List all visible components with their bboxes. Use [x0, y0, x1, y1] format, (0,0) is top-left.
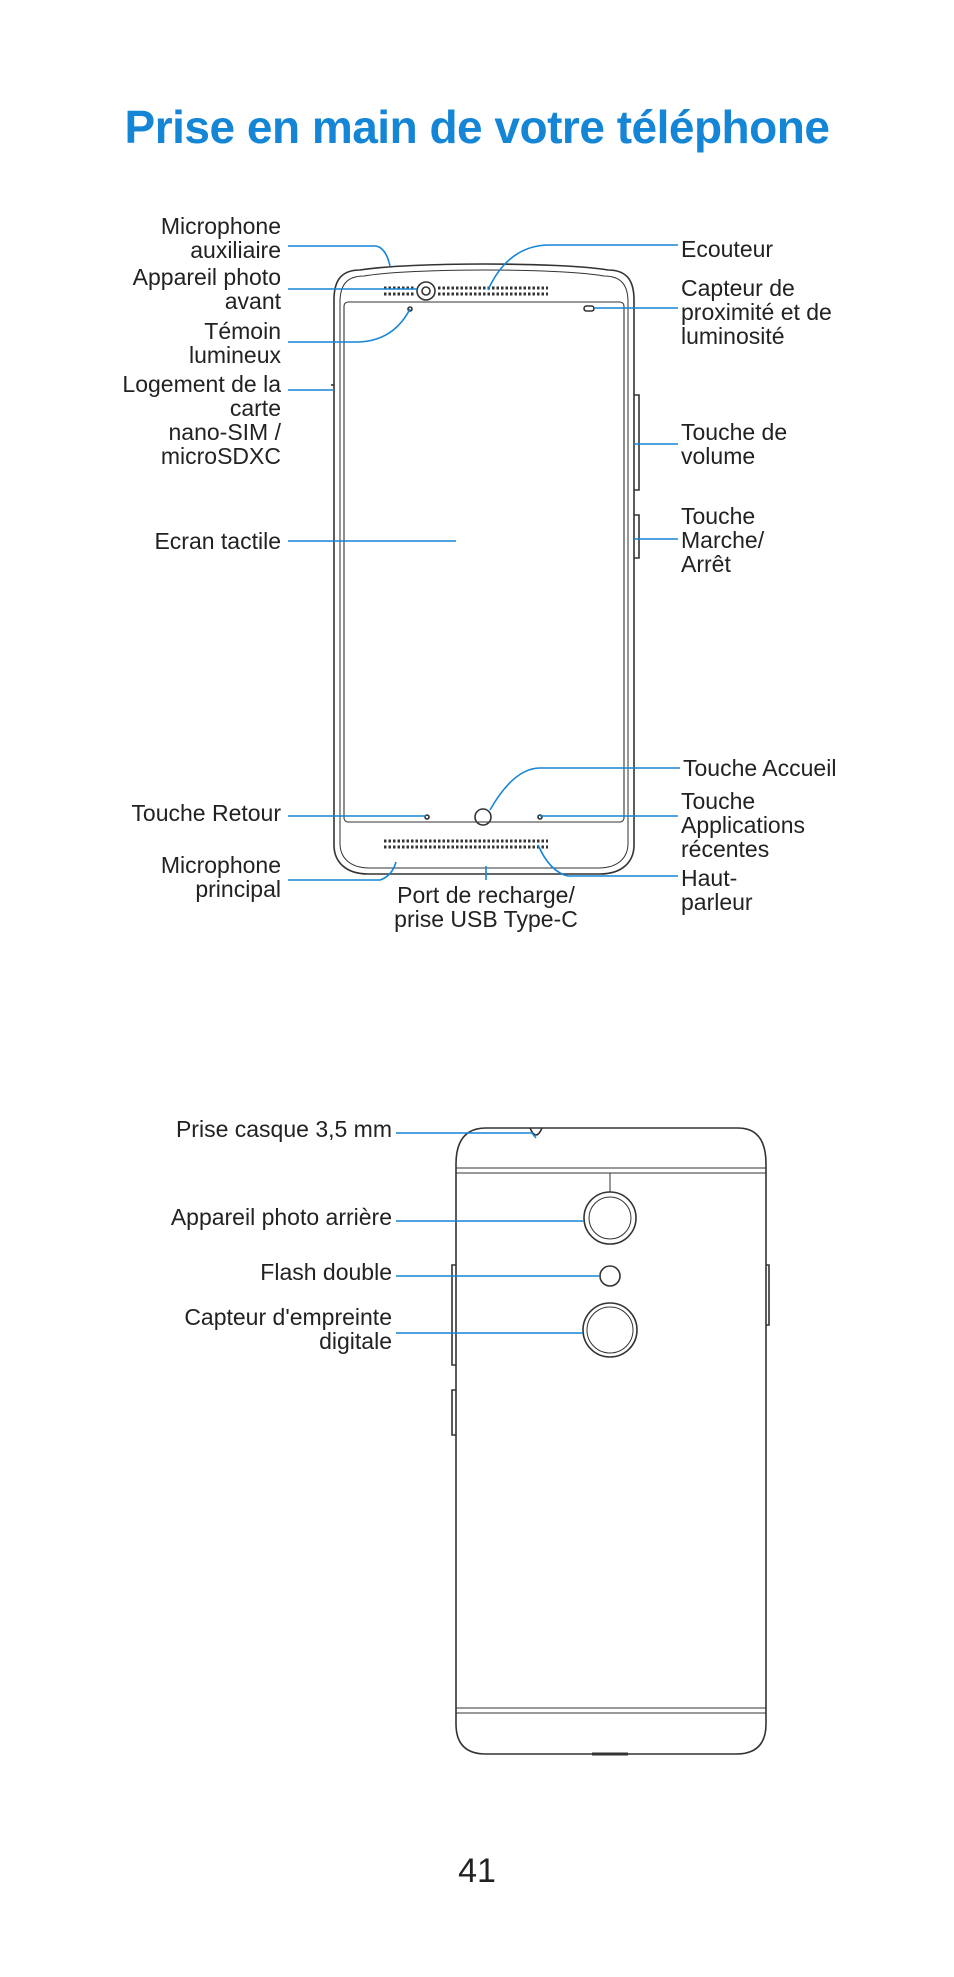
label-rear-camera: Appareil photo arrière	[170, 1204, 392, 1230]
callout-indicator	[288, 308, 411, 343]
label-main-mic: Microphone principal	[160, 852, 281, 902]
back-power-key	[451, 1389, 456, 1436]
phone-front	[331, 263, 640, 875]
callout-earpiece	[487, 244, 678, 291]
back-volume-key	[451, 1264, 456, 1366]
label-volume: Touche de volume	[681, 419, 788, 469]
front-camera-lens	[416, 281, 436, 301]
label-recent-apps: Touche Applications récentes	[681, 788, 806, 862]
back-sim-slot	[766, 1264, 770, 1326]
indicator-light	[407, 306, 413, 312]
home-key	[474, 808, 492, 826]
label-indicator: Témoin lumineux	[188, 318, 281, 368]
front-body-inner	[339, 269, 629, 869]
volume-key	[634, 394, 640, 491]
callout-home-key	[489, 767, 680, 811]
proximity-sensor	[583, 305, 595, 312]
recent-apps-key	[537, 814, 543, 820]
phone-back	[451, 1127, 770, 1756]
back-callouts	[396, 1132, 600, 1334]
label-touchscreen: Ecran tactile	[154, 528, 281, 554]
front-body-outline	[333, 263, 635, 875]
label-back-key: Touche Retour	[131, 800, 281, 826]
label-dual-flash: Flash double	[260, 1259, 392, 1285]
rear-camera-lens	[583, 1191, 637, 1245]
back-body-outline	[455, 1127, 767, 1755]
label-fingerprint: Capteur d'empreinte digitale	[184, 1304, 392, 1354]
label-earpiece: Ecouteur	[681, 236, 774, 262]
front-callouts	[288, 244, 680, 881]
label-aux-mic: Microphone auxiliaire	[160, 213, 281, 263]
callout-main-mic	[288, 861, 397, 881]
page-title: Prise en main de votre téléphone	[124, 101, 830, 153]
label-proximity: Capteur de proximité et de luminosité	[681, 275, 832, 349]
label-sim-slot: Logement de la carte nano-SIM / microSDX…	[122, 371, 281, 469]
touchscreen-outline	[343, 301, 625, 823]
page-number: 41	[458, 1852, 496, 1890]
back-key	[424, 814, 430, 820]
fingerprint-sensor	[582, 1302, 638, 1358]
callout-speaker	[537, 844, 678, 877]
power-key	[634, 514, 640, 559]
label-front-camera: Appareil photo avant	[132, 264, 281, 314]
callout-aux-mic	[288, 245, 391, 267]
callout-headset-jack	[396, 1132, 537, 1139]
label-power: Touche Marche/ Arrêt	[681, 503, 765, 577]
headset-jack	[529, 1127, 543, 1136]
dual-flash	[599, 1265, 621, 1287]
label-home-key: Touche Accueil	[683, 755, 837, 781]
label-headset-jack: Prise casque 3,5 mm	[175, 1116, 392, 1142]
label-charging-port: Port de recharge/ prise USB Type-C	[394, 882, 578, 932]
label-speaker: Haut- parleur	[681, 865, 753, 915]
